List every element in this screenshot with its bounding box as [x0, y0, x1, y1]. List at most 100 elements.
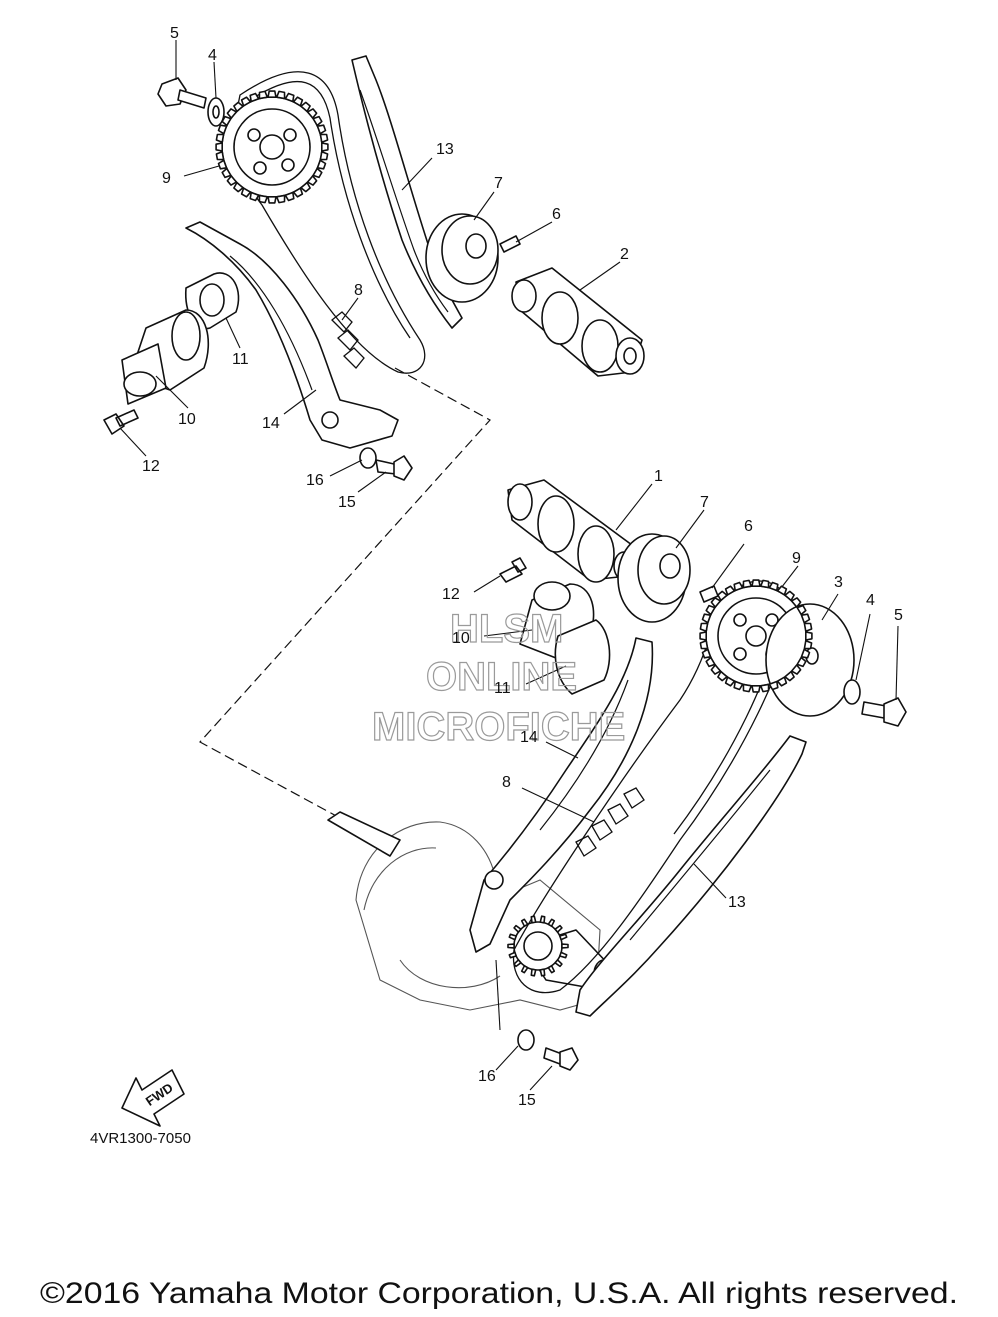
callout-4-top: 4	[208, 47, 217, 64]
sprocket-tooth	[759, 683, 770, 693]
sprocket-tooth	[717, 670, 728, 682]
bolt-12-bottom	[499, 557, 527, 583]
sprocket-tooth	[221, 115, 232, 127]
sprocket-tooth	[733, 581, 744, 592]
sprocket-tooth	[776, 585, 788, 596]
sprocket-tooth	[559, 933, 568, 941]
bolt-5-bottom	[861, 697, 907, 727]
callout-8-bottom: 8	[502, 774, 511, 791]
sprocket-tooth	[742, 579, 753, 589]
sprocket-tooth	[561, 943, 569, 949]
bolt-15-top	[375, 455, 413, 481]
sprocket-tooth	[300, 181, 311, 193]
callout-14-top: 14	[262, 415, 280, 432]
sprocket-tooth	[275, 194, 286, 204]
sprocket-tooth	[507, 943, 515, 949]
callout-6-bottom: 6	[744, 518, 753, 535]
sprocket-tooth	[275, 90, 286, 100]
tensioner-10-top	[121, 309, 210, 405]
sprocket-tooth	[284, 191, 295, 202]
watermark-line-2: ONLINE	[426, 655, 577, 699]
callout-2: 2	[620, 246, 629, 263]
callout-7-bottom: 7	[700, 494, 709, 511]
sprocket-tooth	[559, 951, 568, 959]
chain-guide-13-bottom	[575, 735, 807, 1017]
sprocket-tooth	[768, 581, 779, 592]
sprocket-tooth	[539, 915, 546, 924]
watermark-line-1: HLSM	[450, 607, 563, 651]
sprocket-tooth	[233, 181, 244, 193]
sprocket-tooth	[768, 680, 779, 691]
sprocket-tooth	[217, 124, 228, 135]
callout-16-bottom: 16	[478, 1068, 496, 1085]
sprocket-teeth-top	[215, 90, 329, 204]
callout-15-bottom: 15	[518, 1092, 536, 1109]
sprocket-tooth	[258, 194, 269, 204]
watermark: HLSM ONLINE MICROFICHE	[371, 606, 626, 749]
sprocket-tooth	[312, 115, 323, 127]
callout-15-top: 15	[338, 494, 356, 511]
callout-4-bottom: 4	[866, 592, 875, 609]
sprocket-tooth	[221, 167, 232, 179]
sprocket-tooth	[701, 613, 712, 624]
sprocket-tooth	[803, 622, 813, 633]
callout-6-top: 6	[552, 206, 561, 223]
sprocket-tooth	[306, 175, 318, 186]
sprocket-tooth	[724, 585, 736, 596]
leaders-top	[119, 40, 621, 493]
dowel-pin-6-top	[499, 235, 521, 253]
sprocket-tooth	[233, 101, 244, 113]
sprocket-tooth	[316, 159, 327, 170]
sprocket-tooth	[215, 133, 225, 144]
sprocket-tooth	[539, 968, 546, 977]
sprocket-tooth	[217, 159, 228, 170]
callout-5-top: 5	[170, 25, 179, 42]
sprocket-tooth	[705, 604, 716, 616]
sprocket-tooth	[513, 924, 522, 933]
callout-13-bottom: 13	[728, 894, 746, 911]
tensioner-guide-14-top	[185, 221, 399, 449]
sprocket-tooth	[710, 597, 722, 608]
sprocket-tooth	[733, 680, 744, 691]
fwd-arrow: FWD	[121, 1069, 185, 1127]
bolt-5-top	[157, 77, 207, 109]
callout-8-top: 8	[354, 282, 363, 299]
sprocket-tooth	[316, 124, 327, 135]
sprocket-tooth	[751, 579, 761, 587]
sprocket-tooth	[300, 101, 311, 113]
washer-16-bottom	[517, 1029, 535, 1051]
sprocket-tooth	[805, 631, 813, 641]
tensioner-guide-14-bottom	[469, 637, 654, 953]
callout-5-bottom: 5	[894, 607, 903, 624]
sprocket-tooth	[701, 648, 712, 659]
callout-12-bottom: 12	[442, 586, 460, 603]
washer-16-top	[359, 447, 377, 469]
callout-9-top: 9	[162, 170, 171, 187]
crank-sprocket-teeth	[507, 915, 569, 977]
sprocket-tooth	[267, 90, 277, 98]
camshaft-2-top	[511, 267, 645, 377]
plate-3	[765, 603, 855, 717]
diagram-code: 4VR1300-7050	[90, 1130, 191, 1147]
sprocket-tooth	[508, 933, 517, 941]
sprocket-tooth	[803, 639, 813, 650]
hub-7-top	[425, 213, 499, 303]
sprocket-tooth	[292, 96, 304, 107]
callout-13-top: 13	[436, 141, 454, 158]
sprocket-tooth	[699, 622, 709, 633]
sprocket-tooth	[699, 631, 707, 641]
sprocket-tooth	[554, 924, 563, 933]
copyright-text: ©2016 Yamaha Motor Corporation, U.S.A. A…	[40, 1277, 958, 1310]
sprocket-tooth	[215, 142, 223, 152]
sprocket-tooth	[710, 664, 722, 675]
cam-sprocket-top	[221, 96, 323, 198]
sprocket-tooth	[258, 90, 269, 100]
sprocket-tooth	[547, 918, 556, 927]
sprocket-tooth	[321, 142, 329, 152]
sprocket-tooth	[530, 915, 537, 924]
sprocket-tooth	[800, 648, 811, 659]
sprocket-tooth	[226, 108, 238, 119]
sprocket-tooth	[292, 187, 304, 198]
